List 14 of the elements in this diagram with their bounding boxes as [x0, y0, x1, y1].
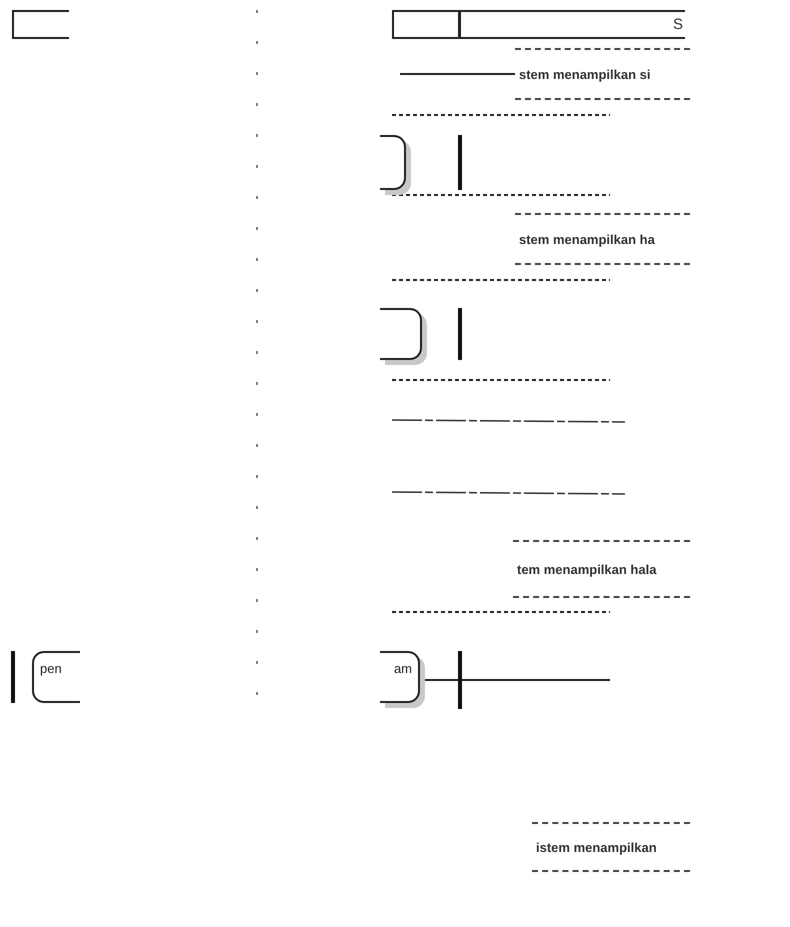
sync-bar: [458, 135, 462, 190]
sync-bar: [11, 651, 15, 703]
activity-box: istem menampilkan: [532, 822, 690, 872]
header-cell: [12, 10, 69, 39]
header-cell: [392, 10, 460, 39]
activity-box: stem menampilkan ha: [515, 213, 690, 265]
action-box: pen: [32, 651, 80, 703]
sync-bar: [458, 651, 462, 709]
connector-line: [462, 679, 610, 681]
activity-box: stem menampilkan si: [515, 48, 690, 100]
header-cell: S: [459, 10, 685, 39]
sync-bar: [458, 308, 462, 360]
connector-line: [400, 73, 515, 75]
activity-box: tem menampilkan hala: [513, 540, 690, 598]
